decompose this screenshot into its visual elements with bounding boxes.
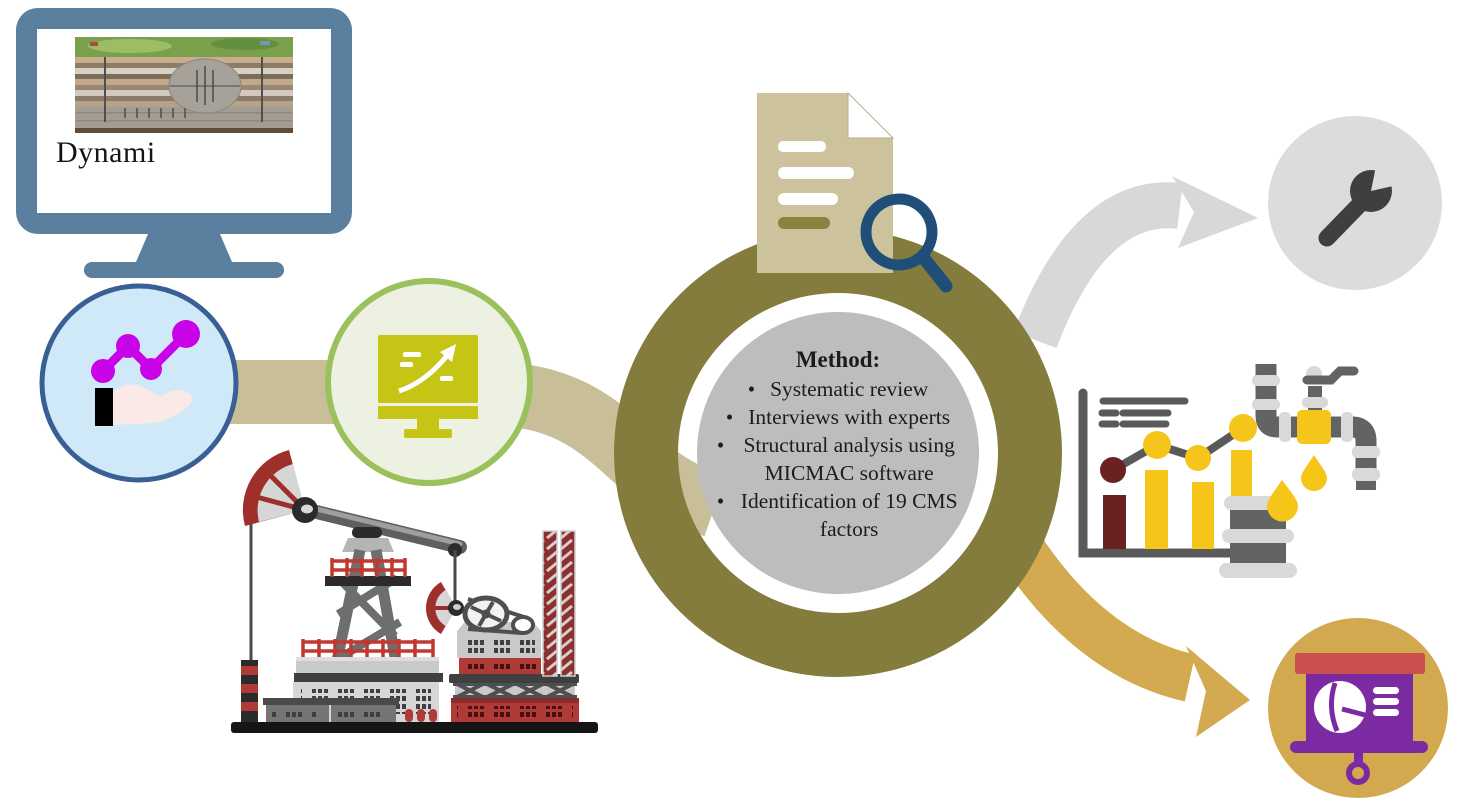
oil-pump-rig-illustration (231, 450, 598, 733)
method-circle (697, 312, 979, 594)
screen-caption: Dynami (56, 136, 156, 169)
method-bullet-4: • Identification of 19 CMS factors (693, 487, 983, 543)
method-bullet-text: Structural analysis using MICMAC softwar… (743, 433, 955, 485)
results-node (1268, 618, 1448, 798)
oil-production-chart-icon (1078, 364, 1380, 578)
presentation-pie-chart-icon (1290, 653, 1428, 785)
wrench-icon (1318, 156, 1406, 247)
method-bullet-1: • Systematic review (693, 375, 983, 403)
computer-monitor-icon (16, 8, 352, 278)
chart-header-lines (1098, 397, 1189, 428)
method-bullet-2: • Interviews with experts (693, 403, 983, 431)
x-brace-platform (456, 682, 574, 699)
lower-red-railing (301, 639, 435, 658)
upper-red-railing (330, 558, 407, 577)
method-heading: Method: (795, 347, 881, 372)
bullet-marker: • (716, 433, 725, 457)
screen-growth-chart-icon (325, 278, 533, 486)
method-bullet-text: Interviews with experts (748, 405, 951, 429)
oil-faucet-icon (1252, 364, 1380, 490)
method-bullet-3: • Structural analysis using MICMAC softw… (693, 431, 983, 487)
gold-curved-arrow (994, 527, 1250, 737)
oil-drop-large (1267, 480, 1298, 522)
method-bullet-text: Systematic review (770, 377, 929, 401)
gray-curved-arrow (1013, 176, 1258, 349)
magnifying-glass-icon (860, 193, 953, 293)
maintenance-node (1268, 116, 1442, 290)
hand-cuff (95, 388, 113, 426)
method-panel: Method: • Systematic review • Interviews… (693, 346, 983, 543)
hand-holding-line-chart-icon (39, 283, 239, 483)
bullet-marker: • (725, 405, 734, 429)
hand-icon (113, 384, 193, 425)
method-bullet-text: Identification of 19 CMS factors (740, 489, 958, 541)
oil-drop-small (1301, 455, 1327, 491)
geological-cross-section-image (75, 37, 293, 133)
bullet-marker: • (747, 377, 756, 401)
bullet-marker: • (716, 489, 725, 513)
document-icon (757, 91, 895, 273)
